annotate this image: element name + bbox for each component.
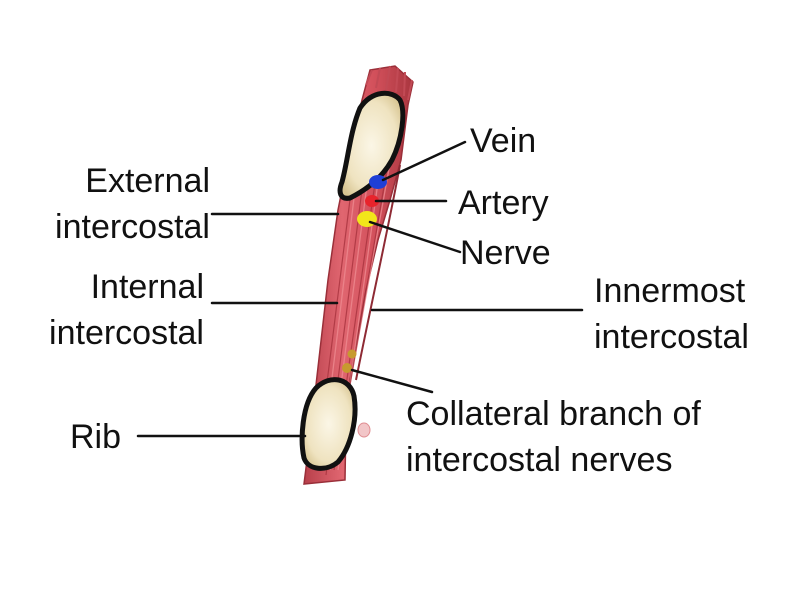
- external-intercostal-line1: External: [85, 162, 210, 200]
- internal-intercostal-line2: intercostal: [49, 314, 204, 352]
- innermost-intercostal-label: Innermost intercostal: [594, 268, 749, 360]
- artery-label: Artery: [458, 184, 549, 222]
- lower-rib-bone: [299, 377, 358, 471]
- vein-label: Vein: [470, 122, 537, 160]
- collateral-nerve-dot-upper: [347, 349, 357, 359]
- innermost-intercostal-line2: intercostal: [594, 318, 749, 356]
- collateral-branch-line1: Collateral branch of: [406, 395, 701, 433]
- innermost-intercostal-line1: Innermost: [594, 272, 746, 310]
- collateral-branch-label: Collateral branch of intercostal nerves: [406, 391, 701, 483]
- tissue-fragment: [357, 422, 371, 438]
- collateral-branch-line2: intercostal nerves: [406, 441, 673, 479]
- artery-dot: [365, 195, 379, 207]
- collateral-leader-line: [350, 368, 434, 394]
- vein-leader-line: [381, 140, 467, 182]
- nerve-leader-line: [368, 220, 462, 254]
- vein-dot: [369, 175, 387, 189]
- internal-intercostal-line1: Internal: [90, 268, 204, 306]
- external-intercostal-label: External intercostal: [55, 158, 210, 250]
- external-intercostal-line2: intercostal: [55, 208, 210, 246]
- rib-label: Rib: [70, 418, 122, 456]
- internal-intercostal-label: Internal intercostal: [49, 264, 204, 356]
- collateral-nerve-dot-lower: [342, 363, 352, 373]
- nerve-label: Nerve: [460, 234, 551, 272]
